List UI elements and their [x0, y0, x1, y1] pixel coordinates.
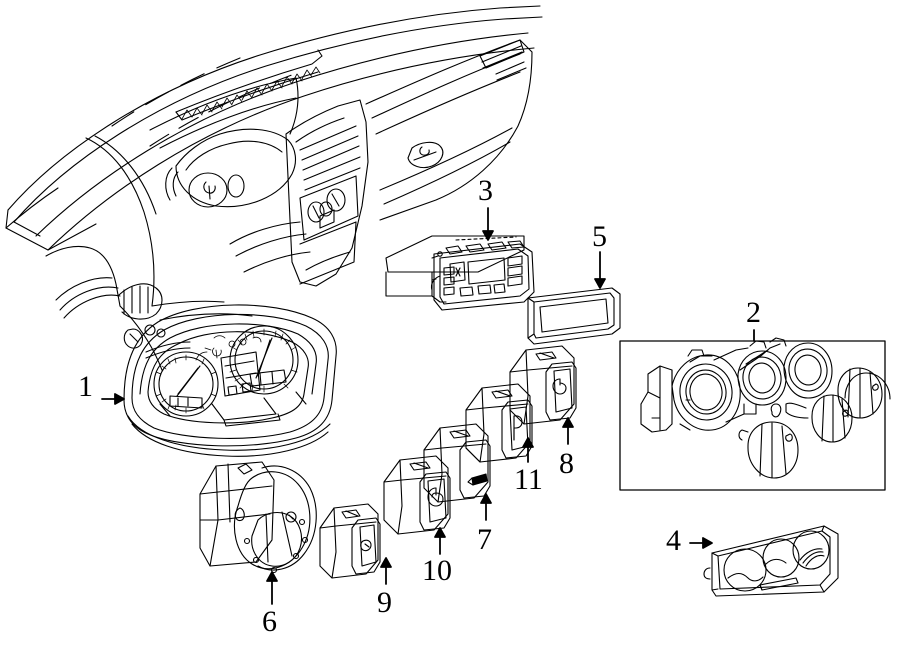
callout-leaders [101, 207, 755, 605]
callout-label-7: 7 [477, 523, 492, 556]
callout-label-5: 5 [592, 220, 607, 253]
callout-label-2: 2 [746, 296, 761, 329]
dashboard-assembly [5, 5, 543, 371]
heater-ac-control-unit [640, 337, 891, 479]
center-vent-grille-panel [703, 525, 839, 597]
callout-label-3: 3 [478, 174, 493, 207]
seat-heater-switch [383, 455, 451, 535]
callout-label-8: 8 [559, 447, 574, 480]
fog-lamp-switch [319, 503, 381, 579]
traction-control-switch [465, 383, 533, 463]
radio-receiver [385, 235, 535, 311]
callout-label-1: 1 [78, 370, 93, 403]
instrument-cluster [123, 304, 337, 457]
hazard-warning-switch [423, 423, 491, 503]
callout-label-11: 11 [514, 463, 543, 496]
callout-label-9: 9 [377, 586, 392, 619]
callout-label-6: 6 [262, 605, 277, 638]
headlamp-switch [199, 461, 317, 574]
rear-defogger-switch [509, 345, 577, 425]
callout-label-4: 4 [666, 524, 681, 557]
display-bezel [527, 287, 621, 345]
heater-ac-control-unit-box [619, 337, 891, 491]
callout-label-10: 10 [422, 554, 452, 587]
